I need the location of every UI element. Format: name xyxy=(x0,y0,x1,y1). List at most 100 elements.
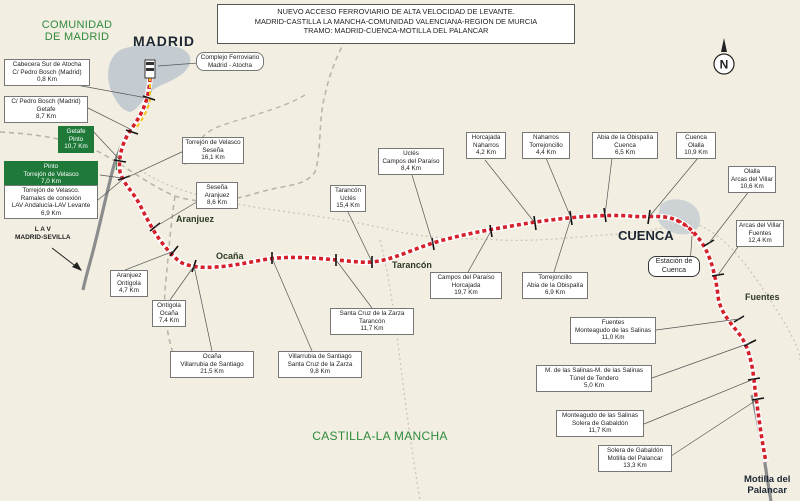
label-line: Motilla del Palancar xyxy=(607,454,663,462)
label-line: 4,7 Km xyxy=(119,287,139,295)
label-getafe-pinto: Getafe Pinto 10,7 Km xyxy=(58,126,94,153)
north-arrow-icon: N xyxy=(713,38,735,75)
label-line: Horcajada xyxy=(471,134,501,141)
label-line: Ramales de conexión xyxy=(20,194,82,202)
label-line: 9,8 Km xyxy=(310,368,330,376)
label-salinas-tunel-tendero: M. de las Salinas-M. de las Salinas Túne… xyxy=(536,365,652,392)
label-line: Torrejón de Velasco. xyxy=(22,187,80,194)
compass-letter: N xyxy=(720,58,729,72)
conventional-rail-3 xyxy=(689,221,800,361)
label-line: Campos del Paraíso xyxy=(437,274,495,281)
label-line: 6,9 Km xyxy=(41,209,61,217)
label-line: Horcajada xyxy=(451,281,481,289)
label-pedro-bosch-getafe: C/ Pedro Bosch (Madrid) Getafe 8,7 Km xyxy=(4,96,88,123)
title-line-2: MADRID-CASTILLA LA MANCHA-COMUNIDAD VALE… xyxy=(254,16,538,26)
label-line: Seseña xyxy=(206,184,228,191)
label-line: Cuenca xyxy=(661,266,687,274)
label-line: Getafe xyxy=(66,128,86,135)
label-line: Abia de la Obispalía xyxy=(596,134,654,141)
label-torrejon-ramales: Torrejón de Velasco. Ramales de conexión… xyxy=(4,185,98,220)
label-line: 19,7 Km xyxy=(454,289,478,297)
label-fuentes-monteagudo: Fuentes Monteagudo de las Salinas 11,0 K… xyxy=(570,317,656,344)
label-line: LAV Andalucía-LAV Levante xyxy=(11,202,91,210)
label-torrejon-sesena: Torrejón de Velasco Seseña 16,1 Km xyxy=(182,137,244,164)
label-naharros-torrejoncillo: Naharros Torrejoncillo 4,4 Km xyxy=(522,132,570,159)
label-line: 6,5 Km xyxy=(615,149,635,157)
route-madrid-access xyxy=(135,70,151,129)
label-line: Seseña xyxy=(202,146,224,154)
label-line: 16,1 Km xyxy=(201,154,225,162)
label-ontigola-ocana: Ontígola Ocaña 7,4 Km xyxy=(152,300,186,327)
label-line: 21,5 Km xyxy=(200,368,224,376)
label-line: Estación de xyxy=(655,258,693,265)
label-line: Aranjuez xyxy=(204,191,230,199)
city-motilla-del-palancar: Motilla del Palancar xyxy=(744,474,790,496)
label-ocana-villarrubia: Ocaña Villarrubia de Santiago 21,5 Km xyxy=(170,351,254,378)
label-abia-cuenca: Abia de la Obispalía Cuenca 6,5 Km xyxy=(592,132,658,159)
label-line: Solera de Gabaldón xyxy=(571,419,628,427)
label-line: 10,7 Km xyxy=(64,143,88,151)
label-line: 11,7 Km xyxy=(588,427,612,435)
label-line: 5,0 Km xyxy=(584,382,604,390)
label-line: 10,9 Km xyxy=(684,149,708,157)
region-madrid-line-2: DE MADRID xyxy=(44,31,110,43)
city-cuenca: CUENCA xyxy=(618,228,674,243)
label-line: Túnel de Tendero xyxy=(569,374,619,382)
label-line: Complejo Ferroviario xyxy=(200,54,260,61)
label-line: 11,0 Km xyxy=(601,334,625,342)
leader-lines xyxy=(59,57,759,459)
label-line: Torrejoncillo xyxy=(538,274,572,281)
label-line: C/ Pedro Bosch (Madrid) xyxy=(11,98,81,105)
label-line: 8,7 Km xyxy=(36,113,56,121)
label-tarancon-ucles: Tarancón Uclés 15,4 Km xyxy=(330,185,366,212)
label-arcas-fuentes: Arcas del Villar Fuentes 12,4 Km xyxy=(736,220,784,247)
label-line: Pinto xyxy=(43,163,59,170)
label-line: Aranjuez xyxy=(116,272,142,279)
label-line: Tarancón xyxy=(359,317,385,325)
label-line: 13,3 Km xyxy=(623,462,647,470)
town-fuentes: Fuentes xyxy=(745,292,780,302)
label-sesena-aranjuez: Seseña Aranjuez 8,6 Km xyxy=(196,182,238,209)
label-line: Cuenca xyxy=(614,141,636,149)
label-line: 7,4 Km xyxy=(159,317,179,325)
label-pinto-torrejon: Pinto Torrejón de Velasco 7,0 Km xyxy=(4,161,98,188)
town-tarancon: Tarancón xyxy=(392,260,432,270)
label-line: Ocaña xyxy=(202,353,222,360)
label-line: Olalla xyxy=(743,168,761,175)
label-line: C/ Pedro Bosch (Madrid) xyxy=(12,68,82,76)
label-line: Torrejón de Velasco xyxy=(185,139,241,146)
label-line: Villarrubia de Santiago xyxy=(288,353,352,360)
label-complejo-atocha: Complejo Ferroviario Madrid - Atocha xyxy=(196,52,264,72)
label-line: Torrejón de Velasco xyxy=(23,170,79,178)
label-line: Villarrubia de Santiago xyxy=(180,360,244,368)
label-line: Ontígola xyxy=(117,279,141,287)
label-line: 8,4 Km xyxy=(401,165,421,173)
label-line: Ontígola xyxy=(157,302,181,309)
label-line: Pinto xyxy=(68,135,84,143)
title-line-3: TRAMO: MADRID-CUENCA-MOTILLA DEL PALANCA… xyxy=(303,26,489,36)
motilla-line-1: Motilla del xyxy=(744,474,791,485)
label-torrejoncillo-abia: Torrejoncillo Abia de la Obispalía 6,9 K… xyxy=(522,272,588,299)
lav-madrid-sevilla-label: L A V MADRID-SEVILLA xyxy=(15,226,71,242)
label-line: Getafe xyxy=(36,105,56,113)
region-comunidad-madrid: COMUNIDAD DE MADRID xyxy=(32,19,122,43)
label-line: Arcas del Villar xyxy=(739,222,781,229)
label-line: 11,7 Km xyxy=(360,325,384,333)
label-line: Tarancón xyxy=(335,187,361,194)
label-line: 6,9 Km xyxy=(545,289,565,297)
label-line: Ocaña xyxy=(159,309,179,317)
cuenca-spur xyxy=(675,219,695,237)
lav-line-1: L A V xyxy=(34,226,51,233)
title-line-1: NUEVO ACCESO FERROVIARIO DE ALTA VELOCID… xyxy=(277,7,515,16)
label-campos-horcajada: Campos del Paraíso Horcajada 19,7 Km xyxy=(430,272,502,299)
motilla-line-2: Palancar xyxy=(747,485,788,496)
label-atocha-pedro-bosch: Cabecera Sur de Atocha C/ Pedro Bosch (M… xyxy=(4,59,90,86)
label-line: 7,0 Km xyxy=(41,178,61,186)
label-cuenca-olalla: Cuenca Olalla 10,9 Km xyxy=(676,132,716,159)
label-line: 8,6 Km xyxy=(207,199,227,207)
conventional-rail-2 xyxy=(379,239,421,501)
label-line: Uclés xyxy=(403,150,419,157)
label-ucles-campos: Uclés Campos del Paraíso 8,4 Km xyxy=(378,148,444,175)
